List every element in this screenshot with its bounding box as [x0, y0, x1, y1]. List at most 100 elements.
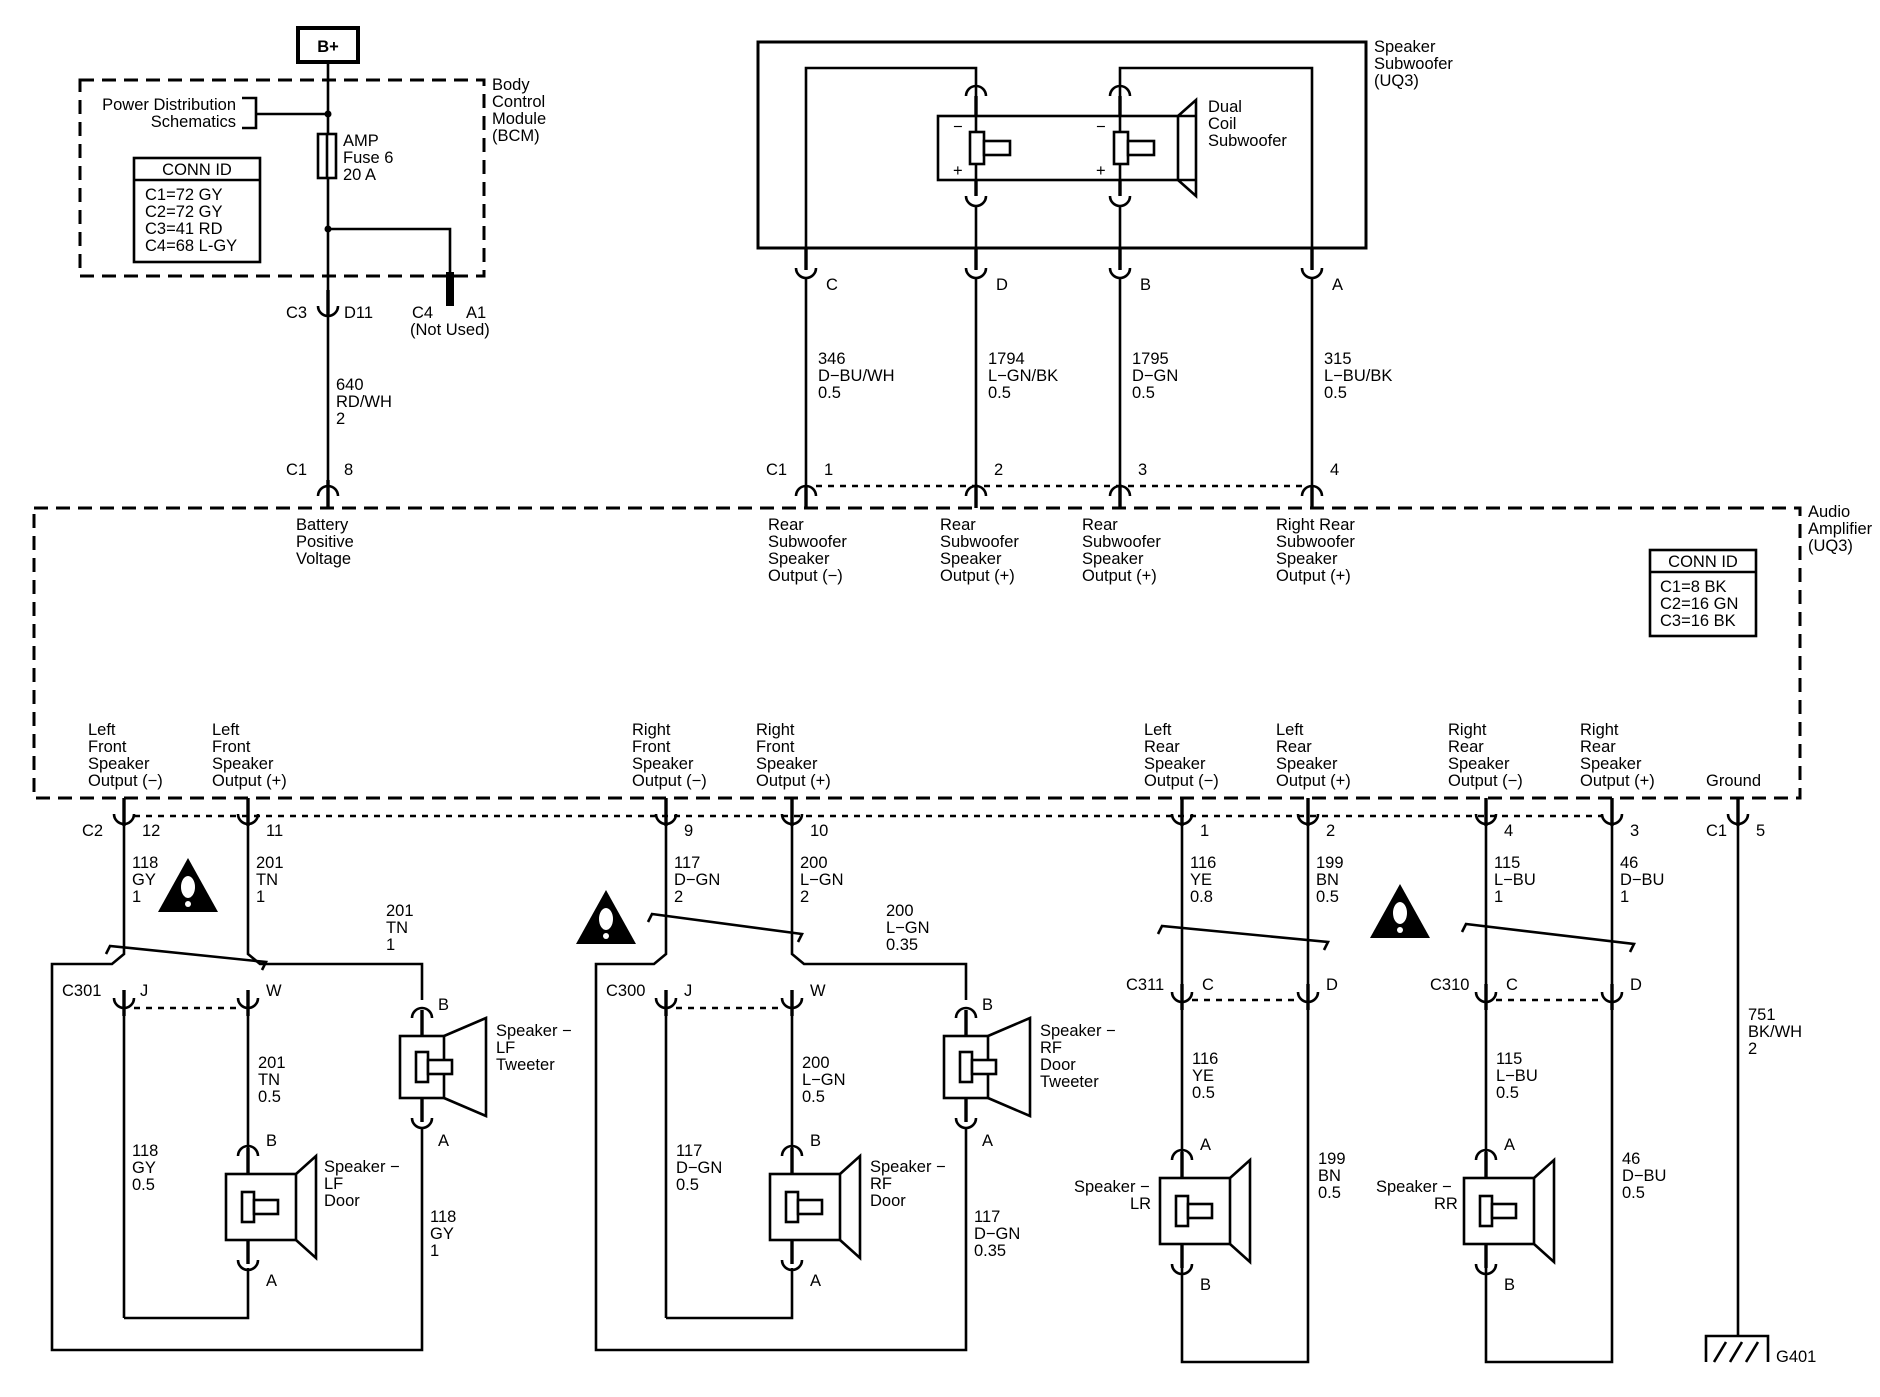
c301-pin-w: W [266, 982, 282, 1000]
svg-text:LF: LF [324, 1175, 343, 1193]
svg-text:Speaker: Speaker [212, 755, 274, 773]
amplifier-section: Audio Amplifier (UQ3) CONN ID C1=8 BK C2… [32, 503, 1873, 840]
amp-c1-top-label: C1 [286, 461, 307, 479]
svg-text:10: 10 [810, 822, 828, 840]
svg-text:Rear: Rear [1276, 738, 1312, 756]
svg-text:751: 751 [1748, 1006, 1776, 1024]
rr-pin-a: A [1504, 1136, 1515, 1154]
svg-text:12: 12 [142, 822, 160, 840]
rf-tweeter-wire-label: 200 L−GN 0.35 [886, 902, 930, 954]
svg-text:TN: TN [386, 919, 408, 937]
svg-text:46: 46 [1622, 1150, 1640, 1168]
svg-text:Output (+): Output (+) [212, 772, 287, 790]
wire-118-gy-1-label: 118 GY 1 [430, 1208, 456, 1260]
lf-tweeter-wire-label: 201 TN 1 [386, 902, 414, 954]
svg-text:201: 201 [258, 1054, 286, 1072]
svg-text:Right: Right [632, 721, 671, 739]
c300-pin-j: J [684, 982, 692, 1000]
svg-text:LF: LF [496, 1039, 515, 1057]
svg-text:AMP: AMP [343, 132, 379, 150]
lf-door-pin-a: A [266, 1272, 277, 1290]
rf-tweeter-label: Speaker − RF Door Tweeter [1040, 1022, 1116, 1091]
amp-bottom-pin-1: 1 [1170, 798, 1209, 840]
wire-1794-label: 1794 L−GN/BK 0.5 [988, 350, 1058, 402]
svg-text:1: 1 [256, 888, 265, 906]
svg-text:118: 118 [132, 1142, 158, 1160]
bcm-not-used-label: (Not Used) [410, 321, 490, 339]
sub-pin-c: C [794, 248, 838, 294]
svg-text:Power Distribution: Power Distribution [102, 96, 236, 114]
amp-bottom-pin-10: 10 [780, 798, 828, 840]
svg-text:Speaker −: Speaker − [870, 1158, 946, 1176]
svg-text:346: 346 [818, 350, 846, 368]
wire-201-tn-05-label: 201 TN 0.5 [258, 1054, 286, 1106]
lf-speaker-group: C301 J W 201 TN 1 B A Speaker − LF Tweet… [50, 826, 572, 1352]
svg-text:9: 9 [684, 822, 693, 840]
svg-text:Rear: Rear [1082, 516, 1118, 534]
svg-text:Door: Door [1040, 1056, 1076, 1074]
svg-text:Output (+): Output (+) [940, 567, 1015, 585]
svg-text:0.5: 0.5 [1316, 888, 1339, 906]
svg-text:117: 117 [974, 1208, 1000, 1226]
lf-tweeter-pin-b: B [438, 996, 449, 1014]
bcm-c3-label: C3 [286, 304, 307, 322]
svg-text:RF: RF [1040, 1039, 1062, 1057]
lf-door-pin-b: B [266, 1132, 277, 1150]
svg-text:Positive: Positive [296, 533, 354, 551]
svg-text:201: 201 [256, 854, 284, 872]
wire-315-label: 315 L−BU/BK 0.5 [1324, 350, 1392, 402]
svg-text:2: 2 [1748, 1040, 1757, 1058]
bcm-c4-label: C4 [412, 304, 433, 322]
rf-output-minus-label: Right Front Speaker Output (−) [632, 721, 707, 790]
amp-pin-8-label: 8 [344, 461, 353, 479]
svg-text:L−GN/BK: L−GN/BK [988, 367, 1058, 385]
svg-text:Door: Door [324, 1192, 360, 1210]
bcm-d11-label: D11 [344, 304, 373, 322]
svg-text:1: 1 [1200, 822, 1209, 840]
svg-text:115: 115 [1494, 854, 1520, 872]
svg-text:116: 116 [1192, 1050, 1218, 1068]
bcm-name: Body Control Module (BCM) [492, 76, 546, 145]
ground-g401-label: G401 [1776, 1348, 1816, 1366]
svg-text:D−BU/WH: D−BU/WH [818, 367, 895, 385]
svg-text:640: 640 [336, 376, 364, 394]
svg-text:Rear: Rear [940, 516, 976, 534]
amp-bottom-pin-2: 2 [1296, 798, 1335, 840]
svg-text:(BCM): (BCM) [492, 127, 540, 145]
svg-text:Speaker: Speaker [756, 755, 818, 773]
subwoofer-cone-icon [1177, 97, 1198, 199]
rr-speaker-group: C310 C D 115 L−BU 0.5 46 D−BU 0.5 A B Sp… [1376, 826, 1666, 1364]
svg-text:B: B [1140, 276, 1151, 294]
svg-text:2: 2 [674, 888, 683, 906]
svg-text:D−GN: D−GN [674, 871, 720, 889]
amp-sub-pin-4: 4 [1330, 461, 1339, 479]
svg-text:GY: GY [132, 871, 156, 889]
amp-bottom-pin-3: 3 [1600, 798, 1639, 840]
svg-text:L−BU: L−BU [1494, 871, 1536, 889]
right-rear-sub-output-label: Right Rear Subwoofer Speaker Output (+) [1276, 516, 1355, 585]
c311-pin-d: D [1326, 976, 1338, 994]
amplifier-name: Audio Amplifier (UQ3) [1808, 503, 1873, 555]
svg-text:CONN ID: CONN ID [1668, 553, 1738, 571]
svg-text:Tweeter: Tweeter [1040, 1073, 1099, 1091]
svg-text:1: 1 [430, 1242, 439, 1260]
svg-text:Right Rear: Right Rear [1276, 516, 1355, 534]
amp-sub-c1-label: C1 [766, 461, 787, 479]
svg-text:Speaker: Speaker [632, 755, 694, 773]
svg-text:L−GN: L−GN [800, 871, 844, 889]
svg-text:RF: RF [870, 1175, 892, 1193]
twisted-pair-marks [104, 912, 1636, 971]
svg-text:Subwoofer: Subwoofer [940, 533, 1019, 551]
amp-bottom-pin-9: 9 [654, 798, 693, 840]
coil-2-minus: − [1096, 118, 1106, 136]
svg-text:L−GN: L−GN [802, 1071, 846, 1089]
amp-bottom-pin-4: 4 [1474, 798, 1513, 840]
sub-pin-b: B [1108, 248, 1151, 294]
bottom-wire-labels: 118GY1201TN1117D−GN2200L−GN2116YE0.8199B… [132, 854, 1664, 906]
